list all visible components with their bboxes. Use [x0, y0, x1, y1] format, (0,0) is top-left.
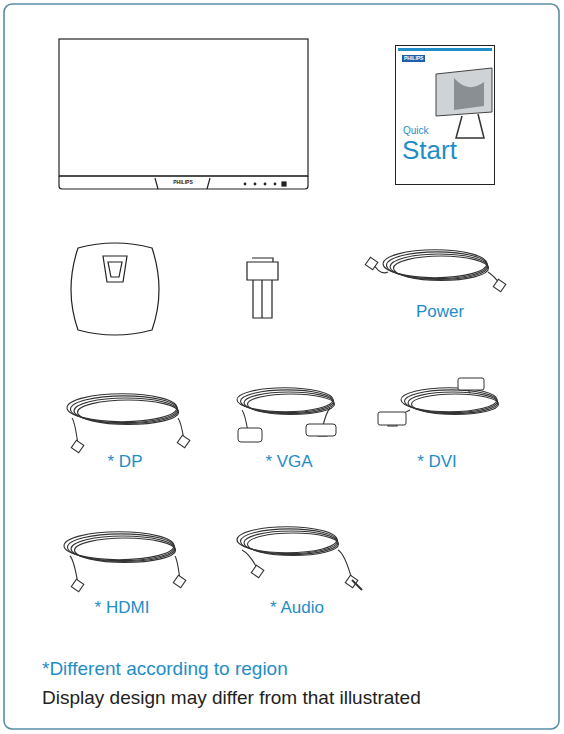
hdmi-cable [64, 532, 186, 592]
quick-start-booklet: PHILIPS QuickStart [395, 45, 495, 185]
dp-cable [67, 394, 190, 453]
brand-logo: PHILIPS [173, 180, 192, 186]
frame [4, 4, 559, 729]
stand-neck [247, 258, 278, 318]
audio-jack [352, 580, 362, 590]
cable-label: * HDMI [95, 599, 150, 618]
footnote: *Different according to region [42, 659, 288, 680]
cable-label: * VGA [265, 453, 312, 472]
note: Display design may differ from that illu… [42, 688, 421, 709]
dvi-plug [458, 378, 484, 390]
cable-label: * Audio [270, 599, 324, 618]
booklet-title: Quick [403, 126, 429, 136]
power-cable [365, 250, 506, 292]
booklet-picture [396, 46, 494, 184]
cable-label: Power [416, 303, 464, 322]
vga-plug [238, 428, 262, 442]
stand-base [71, 243, 159, 335]
monitor [59, 39, 308, 189]
cable-label: * DVI [417, 453, 457, 472]
audio-cable [237, 527, 358, 588]
booklet-title: Start [402, 137, 457, 163]
cables [64, 250, 506, 592]
dvi-plug [378, 412, 406, 425]
cable-label: * DP [108, 453, 143, 472]
brand-logo: PHILIPS [402, 55, 425, 62]
vga-plug [306, 424, 336, 436]
